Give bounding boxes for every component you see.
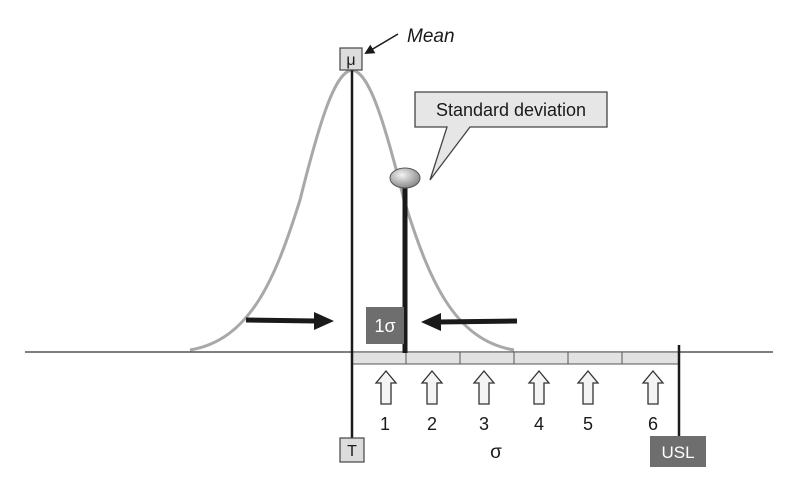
sigma-step-number: 2: [427, 414, 437, 434]
sigma-step-number: 1: [380, 414, 390, 434]
up-arrow-icon: [374, 369, 398, 405]
left-arrow-icon: [245, 312, 334, 330]
mean-pointer-arrow: [364, 33, 399, 55]
target-label: T: [347, 443, 357, 460]
sigma-step-numbers: 1 2 3 4 5 6: [380, 414, 658, 434]
sigma-segment-5: [567, 351, 623, 365]
up-arrow-icon: [527, 369, 551, 405]
usl-box: USL: [650, 436, 706, 467]
up-arrow-icon: [576, 369, 600, 405]
sigma-step-number: 4: [534, 414, 544, 434]
std-dev-callout: Standard deviation: [414, 91, 608, 181]
up-arrow-icon: [641, 369, 665, 405]
mu-label: μ: [346, 52, 355, 69]
target-box: T: [339, 437, 365, 463]
sigma-step-number: 3: [479, 414, 489, 434]
sigma-segment-6: [621, 351, 680, 365]
sigma-segment-4: [513, 351, 569, 365]
up-arrow-icon: [472, 369, 496, 405]
sigma-step-number: 6: [648, 414, 658, 434]
sigma-segment-3: [459, 351, 515, 365]
sigma-label: σ: [490, 442, 502, 463]
sigma-step-number: 5: [583, 414, 593, 434]
right-arrow-icon: [421, 313, 518, 331]
sigma-scale: [351, 351, 680, 365]
std-dev-label: Standard deviation: [436, 100, 586, 120]
sigma-step-arrows: [374, 369, 665, 405]
mean-label: Mean: [407, 26, 455, 47]
usl-label: USL: [661, 443, 694, 462]
sigma-segment-2: [405, 351, 461, 365]
sigma-segment-1: [351, 351, 407, 365]
mu-box: μ: [339, 47, 363, 71]
one-sigma-box: 1σ: [366, 307, 404, 344]
std-dev-marker-icon: [389, 167, 421, 189]
up-arrow-icon: [420, 369, 444, 405]
one-sigma-label: 1σ: [374, 316, 395, 336]
